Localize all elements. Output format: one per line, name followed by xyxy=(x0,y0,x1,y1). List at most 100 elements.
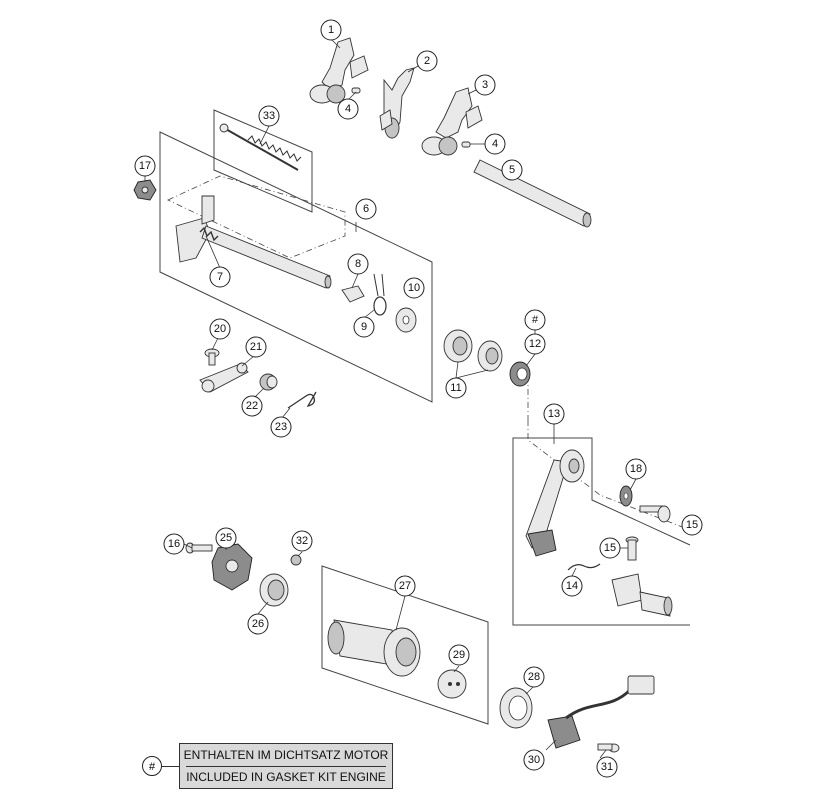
circlip-9-pins xyxy=(373,273,385,297)
callout-28-label: 28 xyxy=(528,671,540,683)
legend-symbol: # xyxy=(142,756,162,776)
shift-star-25 xyxy=(211,543,253,591)
shift-lever-group-frame xyxy=(512,437,691,626)
shaft-spring-7 xyxy=(199,226,219,242)
callout-15b-label: 15 xyxy=(686,519,698,531)
callout-23-label: 23 xyxy=(275,421,287,433)
sensor-29 xyxy=(437,669,467,699)
callout-31-label: 31 xyxy=(601,761,613,773)
washer-10 xyxy=(395,307,417,333)
callout-12: 12 xyxy=(524,333,546,355)
callout-22: 22 xyxy=(241,395,263,417)
callout-16-label: 16 xyxy=(168,538,180,550)
callout-8: 8 xyxy=(347,253,369,275)
screw-31 xyxy=(597,743,620,753)
shift-fork-1 xyxy=(309,37,369,104)
roller-22 xyxy=(259,373,278,391)
legend-leader xyxy=(162,766,179,767)
callout-2: 2 xyxy=(416,50,438,72)
callout-20-label: 20 xyxy=(214,323,226,335)
guide-pin-4a xyxy=(351,87,361,94)
lever-21 xyxy=(199,362,249,393)
callout-33-label: 33 xyxy=(263,110,275,122)
callout-18-label: 18 xyxy=(630,463,642,475)
shift-drum-27 xyxy=(327,619,421,677)
callout-12-hash: # xyxy=(524,309,546,331)
callout-10: 10 xyxy=(403,277,425,299)
pin-15 xyxy=(625,536,639,561)
callout-14: 14 xyxy=(561,575,583,597)
callout-1-label: 1 xyxy=(328,24,334,36)
callout-4b-label: 4 xyxy=(492,138,498,150)
callout-32: 32 xyxy=(291,530,313,552)
callout-26: 26 xyxy=(247,613,269,635)
callout-27-label: 27 xyxy=(399,580,411,592)
shaft-seal-12 xyxy=(509,361,531,387)
shift-fork-2 xyxy=(379,67,415,139)
legend-line-de: ENTHALTEN IM DICHTSATZ MOTOR xyxy=(183,748,389,762)
callout-1: 1 xyxy=(320,19,342,41)
callout-6: 6 xyxy=(355,198,377,220)
leader-lines xyxy=(144,38,637,759)
callout-8-label: 8 xyxy=(355,258,361,270)
callout-7: 7 xyxy=(209,266,231,288)
callout-5: 5 xyxy=(501,159,523,181)
callout-12-hash-label: # xyxy=(532,314,539,326)
callout-29-label: 29 xyxy=(453,649,465,661)
bolt-16 xyxy=(185,542,213,554)
bolt-20 xyxy=(204,348,220,366)
callout-4a: 4 xyxy=(337,98,359,120)
legend-line-en: INCLUDED IN GASKET KIT ENGINE xyxy=(186,770,386,784)
callout-21: 21 xyxy=(245,336,267,358)
shift-star-17 xyxy=(133,179,157,201)
callout-32-label: 32 xyxy=(296,535,308,547)
callout-30: 30 xyxy=(523,749,545,771)
callout-13-label: 13 xyxy=(548,408,560,420)
torsion-spring-23 xyxy=(287,391,317,409)
callout-16: 16 xyxy=(163,533,185,555)
callout-33: 33 xyxy=(258,105,280,127)
shift-pedal-tip xyxy=(611,573,673,617)
shift-shaft-6 xyxy=(175,195,332,289)
spring-33 xyxy=(219,123,302,171)
screw-32 xyxy=(290,554,302,566)
callout-9: 9 xyxy=(353,316,375,338)
spring-group-frame xyxy=(213,109,313,213)
legend-divider xyxy=(186,766,386,767)
callout-15b: 15 xyxy=(681,514,703,536)
shift-shaft-group-frame xyxy=(159,131,433,403)
callout-28: 28 xyxy=(523,666,545,688)
callout-11: 11 xyxy=(445,377,467,399)
callout-30-label: 30 xyxy=(528,754,540,766)
callout-25-label: 25 xyxy=(220,532,232,544)
callout-21-label: 21 xyxy=(250,341,262,353)
callout-4a-label: 4 xyxy=(345,103,351,115)
spring-clip-14 xyxy=(567,563,601,571)
callout-15-label: 15 xyxy=(604,542,616,554)
bearing-26 xyxy=(259,573,289,607)
callout-11-label: 11 xyxy=(450,382,461,394)
callout-14-label: 14 xyxy=(566,580,578,592)
callout-31: 31 xyxy=(596,756,618,778)
legend-box: ENTHALTEN IM DICHTSATZ MOTOR INCLUDED IN… xyxy=(179,743,393,789)
bolt-15b xyxy=(639,505,671,523)
callout-17-label: 17 xyxy=(139,160,151,172)
gear-sensor-30 xyxy=(547,675,655,749)
guide-pin-4b xyxy=(461,141,471,148)
callout-15: 15 xyxy=(599,537,621,559)
callout-5-label: 5 xyxy=(509,164,515,176)
callout-6-label: 6 xyxy=(363,203,369,215)
callout-2-label: 2 xyxy=(424,55,430,67)
callout-25: 25 xyxy=(215,527,237,549)
callout-3: 3 xyxy=(474,74,496,96)
callout-27: 27 xyxy=(394,575,416,597)
callout-29: 29 xyxy=(448,644,470,666)
circlip-9 xyxy=(373,296,387,316)
callout-10-label: 10 xyxy=(408,282,420,294)
callout-3-label: 3 xyxy=(482,79,488,91)
callout-13: 13 xyxy=(543,403,565,425)
washer-18 xyxy=(619,485,633,507)
callout-4b: 4 xyxy=(484,133,506,155)
needle-bearing-11 xyxy=(443,329,503,372)
callout-22-label: 22 xyxy=(246,400,258,412)
